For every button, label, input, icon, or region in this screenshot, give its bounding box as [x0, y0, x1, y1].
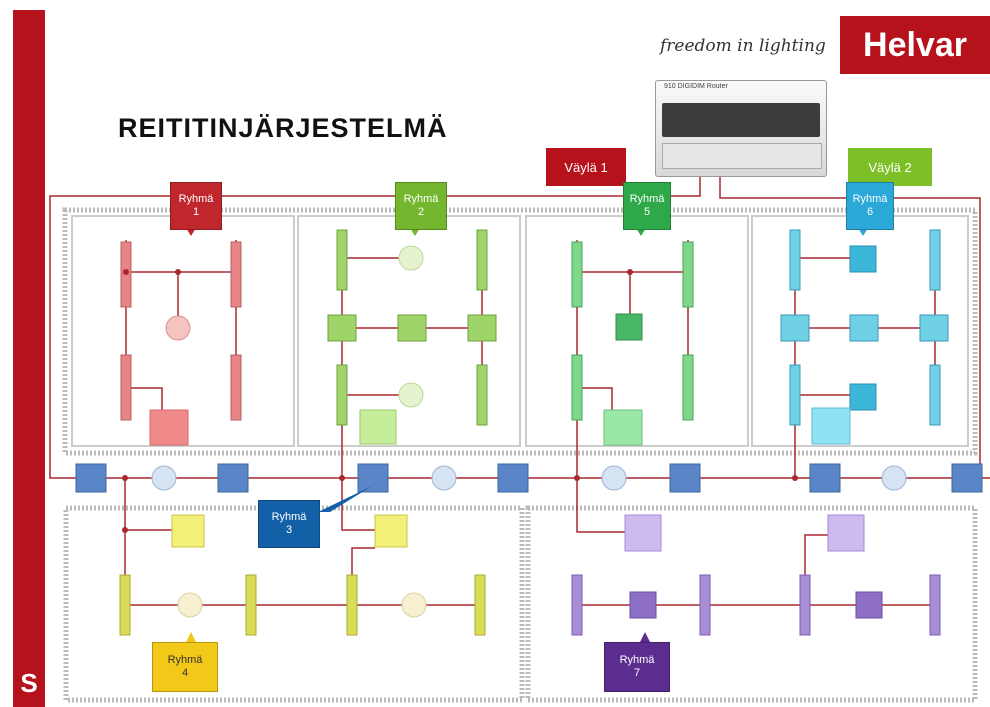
- router-device: 910 DIGIDIM Router: [655, 80, 827, 177]
- sidebar-letter: S: [20, 668, 38, 698]
- helvar-logo: Helvar: [840, 16, 990, 74]
- group-2-pointer: [410, 228, 420, 236]
- group-1-pointer: [186, 228, 196, 236]
- bus-1-label: Väylä 1: [546, 148, 626, 186]
- page-title: REITITINJÄRJESTELMÄ: [118, 113, 448, 143]
- group-6-pointer: [858, 228, 868, 236]
- lower-mid-feed: [341, 478, 375, 531]
- group-2-label: Ryhmä 2: [395, 182, 447, 230]
- lower-right-feed: [576, 478, 625, 533]
- lower-right-frame: [525, 505, 978, 703]
- router-front-panel: [662, 103, 820, 137]
- group-3-label: Ryhmä 3: [258, 500, 320, 548]
- router-model-label: 910 DIGIDIM Router: [664, 83, 728, 90]
- group-5-pointer: [636, 228, 646, 236]
- group-7-label: Ryhmä 7: [604, 642, 670, 692]
- brand-tagline: freedom in lighting: [660, 36, 826, 56]
- group-4-pointer: [186, 632, 196, 642]
- group-4-label: Ryhmä 4: [152, 642, 218, 692]
- router-terminal-block: [662, 143, 822, 169]
- group-1-label: Ryhmä 1: [170, 182, 222, 230]
- group-7-pointer: [640, 632, 650, 642]
- group-3-pointer: [318, 486, 372, 512]
- bus-2-label: Väylä 2: [848, 148, 932, 186]
- group-5-label: Ryhmä 5: [623, 182, 671, 230]
- upper-floor-frame: [62, 207, 978, 456]
- group-6-label: Ryhmä 6: [846, 182, 894, 230]
- brand-sidebar: S: [13, 10, 45, 707]
